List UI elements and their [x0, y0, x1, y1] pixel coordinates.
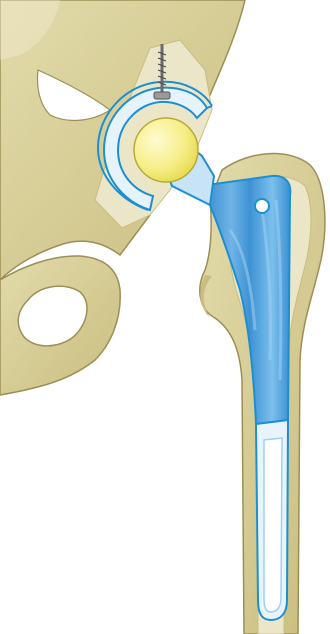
- femoral-head-ball: [134, 118, 198, 182]
- stem-tip: [256, 420, 288, 620]
